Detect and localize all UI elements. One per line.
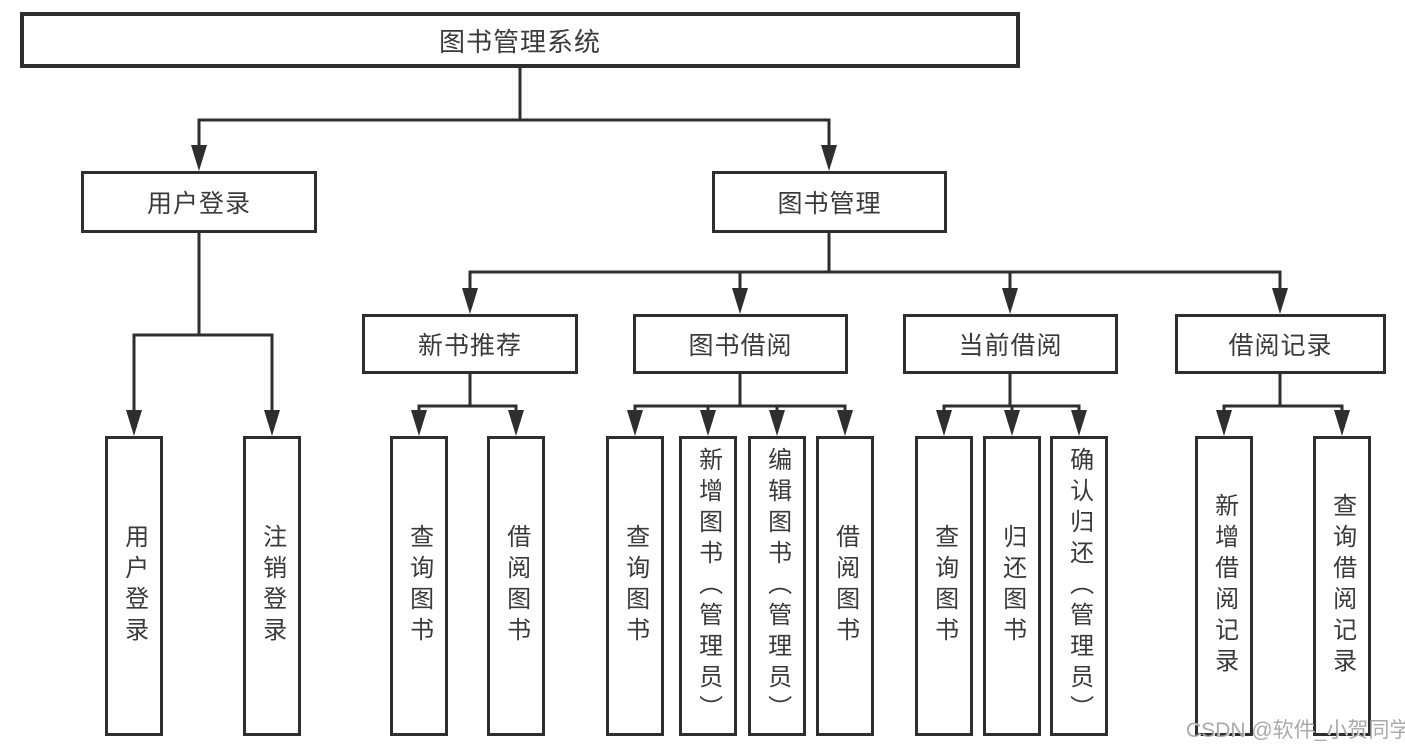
node-label: 借阅图书 <box>831 524 859 648</box>
node-nbr-borrow-books: 借阅图书 <box>487 436 545 736</box>
node-label: 用户登录 <box>146 190 251 218</box>
node-label: 新书推荐 <box>417 332 522 360</box>
node-label: 查询图书 <box>621 524 649 648</box>
csdn-watermark: CSDN @软件_小贺同学 <box>1186 719 1405 742</box>
node-current-borrowing: 当前借阅 <box>903 314 1118 374</box>
arrowheads <box>126 145 1350 436</box>
node-book-borrowing: 图书借阅 <box>633 314 848 374</box>
node-nbr-query-books: 查询图书 <box>390 436 448 736</box>
node-label: 新增图书（管理员） <box>694 446 722 726</box>
node-label: 注销登录 <box>258 524 286 648</box>
node-label: 归还图书 <box>998 524 1026 648</box>
node-bb-query-books: 查询图书 <box>606 436 664 736</box>
node-label: 借阅记录 <box>1228 332 1333 360</box>
node-label: 编辑图书（管理员） <box>763 446 791 726</box>
node-label: 查询图书 <box>930 524 958 648</box>
node-label: 用户登录 <box>120 524 148 648</box>
node-label: 借阅图书 <box>502 524 530 648</box>
node-book-management: 图书管理 <box>712 171 947 233</box>
node-br-query-record: 查询借阅记录 <box>1313 436 1371 736</box>
node-logout-action: 注销登录 <box>243 436 301 736</box>
node-new-book-recommend: 新书推荐 <box>362 314 578 374</box>
node-cb-return-books: 归还图书 <box>983 436 1041 736</box>
node-user-login-action: 用户登录 <box>105 436 163 736</box>
node-bb-add-books: 新增图书（管理员） <box>679 436 737 736</box>
node-label: 图书借阅 <box>688 332 793 360</box>
node-cb-query-books: 查询图书 <box>915 436 973 736</box>
node-label: 查询借阅记录 <box>1328 493 1356 679</box>
node-cb-confirm-return: 确认归还（管理员） <box>1050 436 1108 736</box>
node-bb-borrow-books: 借阅图书 <box>816 436 874 736</box>
node-br-add-record: 新增借阅记录 <box>1195 436 1253 736</box>
node-label: 图书管理 <box>777 190 882 218</box>
node-label: 查询图书 <box>405 524 433 648</box>
node-root: 图书管理系统 <box>20 12 1020 68</box>
node-label: 当前借阅 <box>958 332 1063 360</box>
node-bb-edit-books: 编辑图书（管理员） <box>748 436 806 736</box>
node-user-login: 用户登录 <box>81 171 317 233</box>
node-borrowing-records: 借阅记录 <box>1175 314 1386 374</box>
node-label: 确认归还（管理员） <box>1065 446 1093 726</box>
node-label: 图书管理系统 <box>438 26 601 57</box>
node-label: 新增借阅记录 <box>1210 493 1238 679</box>
